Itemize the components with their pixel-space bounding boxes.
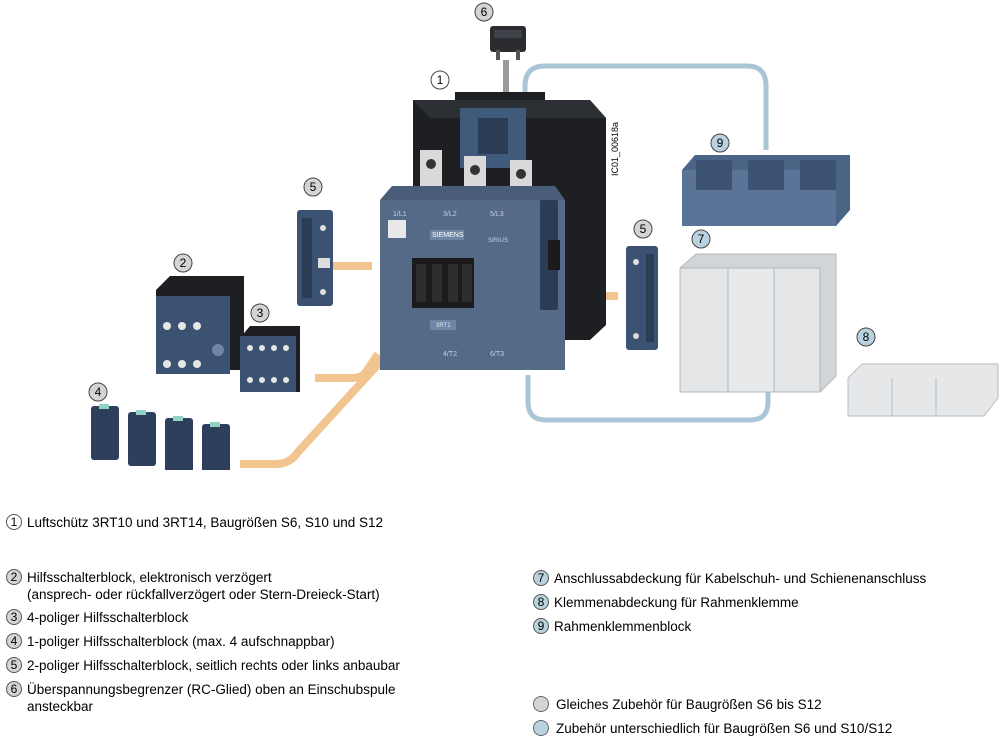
aux-block-5-right bbox=[626, 246, 658, 350]
legend-number-3: 3 bbox=[6, 609, 22, 625]
callout-5: 5 bbox=[633, 219, 653, 239]
legend-item-7: 7 Anschlussabdeckung für Kabelschuh- und… bbox=[533, 570, 926, 587]
callout-8: 8 bbox=[856, 327, 876, 347]
legend-number-1: 1 bbox=[6, 514, 22, 530]
exploded-view-illustration: 1/L1 3/L2 5/L3 SIEMENS SIRIUS 3RT1 4/T2 … bbox=[88, 2, 999, 470]
callout-2: 2 bbox=[173, 253, 193, 273]
legend-item-3: 3 4-poliger Hilfsschalterblock bbox=[6, 609, 188, 626]
callout-9: 9 bbox=[710, 133, 730, 153]
model-label: 3RT1 bbox=[436, 323, 451, 329]
callout-number: 3 bbox=[257, 306, 264, 320]
legend-item-4: 4 1-poliger Hilfsschalterblock (max. 4 a… bbox=[6, 633, 335, 650]
terminal-label-top-2: 3/L2 bbox=[443, 211, 457, 218]
callout-6: 6 bbox=[474, 2, 494, 22]
callout-7: 7 bbox=[691, 229, 711, 249]
sirius-label: SIRIUS bbox=[488, 238, 508, 244]
grey-swatch-icon bbox=[533, 696, 549, 712]
legend-number-9: 9 bbox=[533, 618, 549, 634]
legend-item-9: 9 Rahmenklemmenblock bbox=[533, 618, 691, 635]
legend-number-6: 6 bbox=[6, 681, 22, 697]
legend-number-4: 4 bbox=[6, 633, 22, 649]
image-code: IC01_00618a bbox=[610, 122, 620, 176]
aux-block-3 bbox=[240, 326, 300, 392]
terminal-label-bottom-3: 6/T3 bbox=[490, 351, 504, 358]
callout-number: 6 bbox=[481, 5, 488, 19]
blue-swatch-icon bbox=[533, 720, 549, 736]
legend-text-1: Luftschütz 3RT10 und 3RT14, Baugrößen S6… bbox=[27, 515, 383, 530]
legend-text-5: 2-poliger Hilfsschalterblock, seitlich r… bbox=[27, 658, 400, 673]
brand-label: SIEMENS bbox=[432, 232, 464, 239]
legend-item-5: 5 2-poliger Hilfsschalterblock, seitlich… bbox=[6, 657, 400, 674]
aux-blocks-4 bbox=[91, 404, 230, 470]
callout-number: 7 bbox=[698, 232, 705, 246]
callout-number: 5 bbox=[640, 222, 647, 236]
callout-3: 3 bbox=[250, 303, 270, 323]
legend-text-6a: Überspannungsbegrenzer (RC-Glied) oben a… bbox=[27, 682, 396, 697]
key-item-same: Gleiches Zubehör für Baugrößen S6 bis S1… bbox=[533, 696, 822, 713]
callout-number: 2 bbox=[180, 256, 187, 270]
legend-number-2: 2 bbox=[6, 569, 22, 585]
legend-text-8: Klemmenabdeckung für Rahmenklemme bbox=[554, 595, 799, 610]
legend-number-5: 5 bbox=[6, 657, 22, 673]
legend-text-7: Anschlussabdeckung für Kabelschuh- und S… bbox=[554, 571, 927, 586]
aux-block-5-left bbox=[297, 210, 333, 306]
key-text-different: Zubehör unterschiedlich für Baugrößen S6… bbox=[556, 721, 893, 736]
callout-number: 1 bbox=[437, 73, 444, 87]
callouts: 1 2 3 4 5 5 6 7 8 9 bbox=[88, 2, 876, 402]
connector-link-9 bbox=[522, 63, 769, 150]
callout-4: 4 bbox=[88, 382, 108, 402]
box-terminal-block-9 bbox=[682, 155, 850, 226]
connector-link-4 bbox=[240, 287, 449, 468]
legend-text-4: 1-poliger Hilfsschalterblock (max. 4 auf… bbox=[27, 634, 335, 649]
contactor-1: 1/L1 3/L2 5/L3 SIEMENS SIRIUS 3RT1 4/T2 … bbox=[380, 92, 606, 370]
legend-number-7: 7 bbox=[533, 570, 549, 586]
legend-number-8: 8 bbox=[533, 594, 549, 610]
legend-text-6b: ansteckbar bbox=[27, 699, 94, 714]
callout-number: 8 bbox=[863, 330, 870, 344]
timer-block-2 bbox=[156, 276, 244, 374]
callout-number: 4 bbox=[95, 385, 102, 399]
legend-text-2a: Hilfsschalterblock, elektronisch verzöge… bbox=[27, 570, 272, 585]
terminal-label-top-3: 5/L3 bbox=[490, 211, 504, 218]
terminal-label-top-1: 1/L1 bbox=[393, 211, 407, 218]
key-item-different: Zubehör unterschiedlich für Baugrößen S6… bbox=[533, 720, 892, 737]
terminal-cover-8 bbox=[847, 363, 999, 417]
callout-number: 9 bbox=[717, 136, 724, 150]
legend-item-2: 2 Hilfsschalterblock, elektronisch verzö… bbox=[6, 569, 380, 603]
rc-element-6 bbox=[490, 26, 526, 110]
key-text-same: Gleiches Zubehör für Baugrößen S6 bis S1… bbox=[556, 697, 822, 712]
callout-number: 5 bbox=[310, 180, 317, 194]
legend-text-2b: (ansprech- oder rückfallverzögert oder S… bbox=[27, 587, 380, 602]
legend-item-6: 6 Überspannungsbegrenzer (RC-Glied) oben… bbox=[6, 681, 395, 715]
terminal-label-bottom-2: 4/T2 bbox=[443, 351, 457, 358]
callout-5: 5 bbox=[303, 177, 323, 197]
legend-item-1: 1 Luftschütz 3RT10 und 3RT14, Baugrößen … bbox=[6, 514, 383, 531]
legend-text-3: 4-poliger Hilfsschalterblock bbox=[27, 610, 189, 625]
terminal-cover-7 bbox=[679, 253, 837, 393]
connector-link-8 bbox=[525, 375, 771, 423]
callout-1: 1 bbox=[430, 70, 450, 90]
legend-text-9: Rahmenklemmenblock bbox=[554, 619, 692, 634]
legend-item-8: 8 Klemmenabdeckung für Rahmenklemme bbox=[533, 594, 799, 611]
